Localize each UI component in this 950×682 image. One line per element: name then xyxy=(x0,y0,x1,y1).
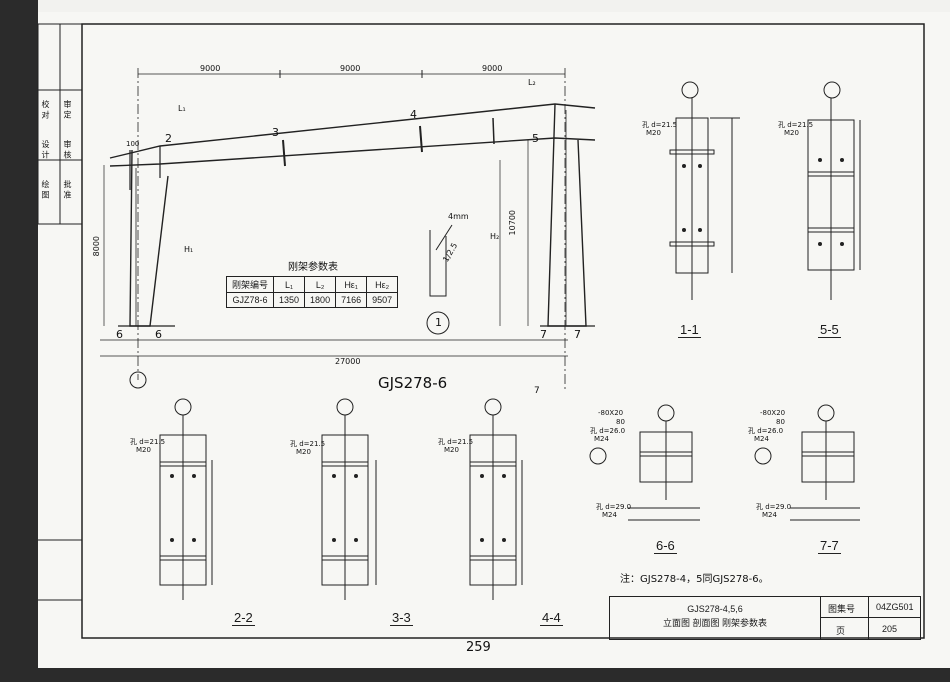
col-L1: L₁ xyxy=(273,276,306,293)
col-L2: L₂ xyxy=(304,276,337,293)
section-title-4-4: 4-4 xyxy=(540,610,563,626)
side-strip-row-6: 批 准 xyxy=(63,180,72,199)
plate-7-7: -80X20 xyxy=(760,409,786,417)
section-title-7-7: 7-7 xyxy=(818,538,841,554)
hole2-7-7: 孔 d=29.0 xyxy=(756,503,792,511)
plate-len-6-6: 80 xyxy=(616,418,625,426)
cell-L2: 1800 xyxy=(304,292,337,308)
side-strip-row-3: 绘 图 xyxy=(41,180,50,199)
dim-span-2: 9000 xyxy=(340,64,361,73)
title-block-subject: GJS278-4,5,6 立面图 剖面图 刚架参数表 xyxy=(610,597,821,639)
title-block: GJS278-4,5,6 立面图 剖面图 刚架参数表 图集号 04ZG501 页… xyxy=(609,596,921,640)
scan-edge xyxy=(0,668,950,682)
section-title-2-2: 2-2 xyxy=(232,610,255,626)
subject-line-1: GJS278-4,5,6 xyxy=(687,604,743,614)
cut-2: 2 xyxy=(165,132,172,145)
dim-H2: H₂ xyxy=(490,232,500,241)
page-label: 页 xyxy=(836,626,846,636)
col-H1: Hε₁ xyxy=(335,276,368,293)
dim-span-1: 9000 xyxy=(200,64,221,73)
dim-left-height: 8000 xyxy=(92,236,101,257)
dim-gap: 4mm xyxy=(448,212,469,221)
bolt2-6-6: M24 xyxy=(602,511,617,519)
hole-3-3: 孔 d=21.5 xyxy=(290,440,326,448)
tb-divider-v xyxy=(868,597,869,639)
atlas-label: 图集号 xyxy=(828,604,856,614)
hole-5-5: 孔 d=21.5 xyxy=(778,121,814,129)
cut-7b: 7 xyxy=(574,328,581,341)
cut-6b: 6 xyxy=(155,328,162,341)
table-row: GJZ78-6 1350 1800 7166 9507 xyxy=(225,292,399,308)
side-strip-row-2: 设 计 xyxy=(41,140,50,159)
hole-4-4: 孔 d=21.5 xyxy=(438,438,474,446)
hole-7-7: 孔 d=26.0 xyxy=(748,427,784,435)
atlas-number: 04ZG501 xyxy=(876,602,914,612)
col-frame-id: 刚架编号 xyxy=(225,276,275,293)
section-title-1-1: 1-1 xyxy=(678,322,701,338)
plate-len-7-7: 80 xyxy=(776,418,785,426)
section-mark-1: 1 xyxy=(435,316,442,329)
cut-4: 4 xyxy=(410,108,417,121)
elevation-title: GJS278-6 xyxy=(378,374,448,392)
side-strip-row-1: 校 对 xyxy=(41,100,50,119)
side-strip-row-5: 审 核 xyxy=(63,140,72,159)
section-title-6-6: 6-6 xyxy=(654,538,677,554)
cell-frame-id: GJZ78-6 xyxy=(225,292,275,308)
col-H2: Hε₂ xyxy=(366,276,399,293)
dim-L1: L₁ xyxy=(178,104,186,113)
bolt-1-1: M20 xyxy=(646,129,661,137)
bolt-4-4: M20 xyxy=(444,446,459,454)
side-strip-row-4: 审 定 xyxy=(63,100,72,119)
hole-6-6: 孔 d=26.0 xyxy=(590,427,626,435)
plate-6-6: -80X20 xyxy=(598,409,624,417)
binding-edge xyxy=(0,0,38,682)
sheet-page-number: 205 xyxy=(882,624,898,634)
drawing-note: 注：GJS278-4，5同GJS278-6。 xyxy=(620,574,769,585)
cell-L1: 1350 xyxy=(273,292,306,308)
dim-right-height: 10700 xyxy=(508,210,517,236)
dim-H1: H₁ xyxy=(184,245,194,254)
bolt-3-3: M20 xyxy=(296,448,311,456)
param-table: 刚架编号 L₁ L₂ Hε₁ Hε₂ GJZ78-6 1350 1800 716… xyxy=(225,276,399,308)
cut-7-top: 7 xyxy=(534,386,540,396)
section-title-3-3: 3-3 xyxy=(390,610,413,626)
dim-span-3: 9000 xyxy=(482,64,503,73)
subject-line-2: 立面图 剖面图 刚架参数表 xyxy=(662,618,767,628)
hole-1-1: 孔 d=21.5 xyxy=(642,121,678,129)
bolt2-7-7: M24 xyxy=(762,511,777,519)
bolt-7-7: M24 xyxy=(754,435,769,443)
section-title-5-5: 5-5 xyxy=(818,322,841,338)
cell-H1: 7166 xyxy=(335,292,368,308)
cut-7: 7 xyxy=(540,328,547,341)
hole2-6-6: 孔 d=29.0 xyxy=(596,503,632,511)
tb-divider-h xyxy=(820,617,920,618)
bolt-5-5: M20 xyxy=(784,129,799,137)
dim-total-span: 27000 xyxy=(335,357,361,366)
page-number: 259 xyxy=(466,640,491,655)
cut-5: 5 xyxy=(532,132,539,145)
cell-H2: 9507 xyxy=(366,292,399,308)
bolt-6-6: M24 xyxy=(594,435,609,443)
hole-2-2: 孔 d=21.5 xyxy=(130,438,166,446)
param-table-header: 刚架编号 L₁ L₂ Hε₁ Hε₂ xyxy=(225,276,399,293)
cut-6: 6 xyxy=(116,328,123,341)
dim-L2: L₂ xyxy=(528,78,536,87)
dim-offset: 100 xyxy=(126,140,140,148)
bolt-2-2: M20 xyxy=(136,446,151,454)
param-table-title: 刚架参数表 xyxy=(288,262,338,273)
cut-3: 3 xyxy=(272,126,279,139)
